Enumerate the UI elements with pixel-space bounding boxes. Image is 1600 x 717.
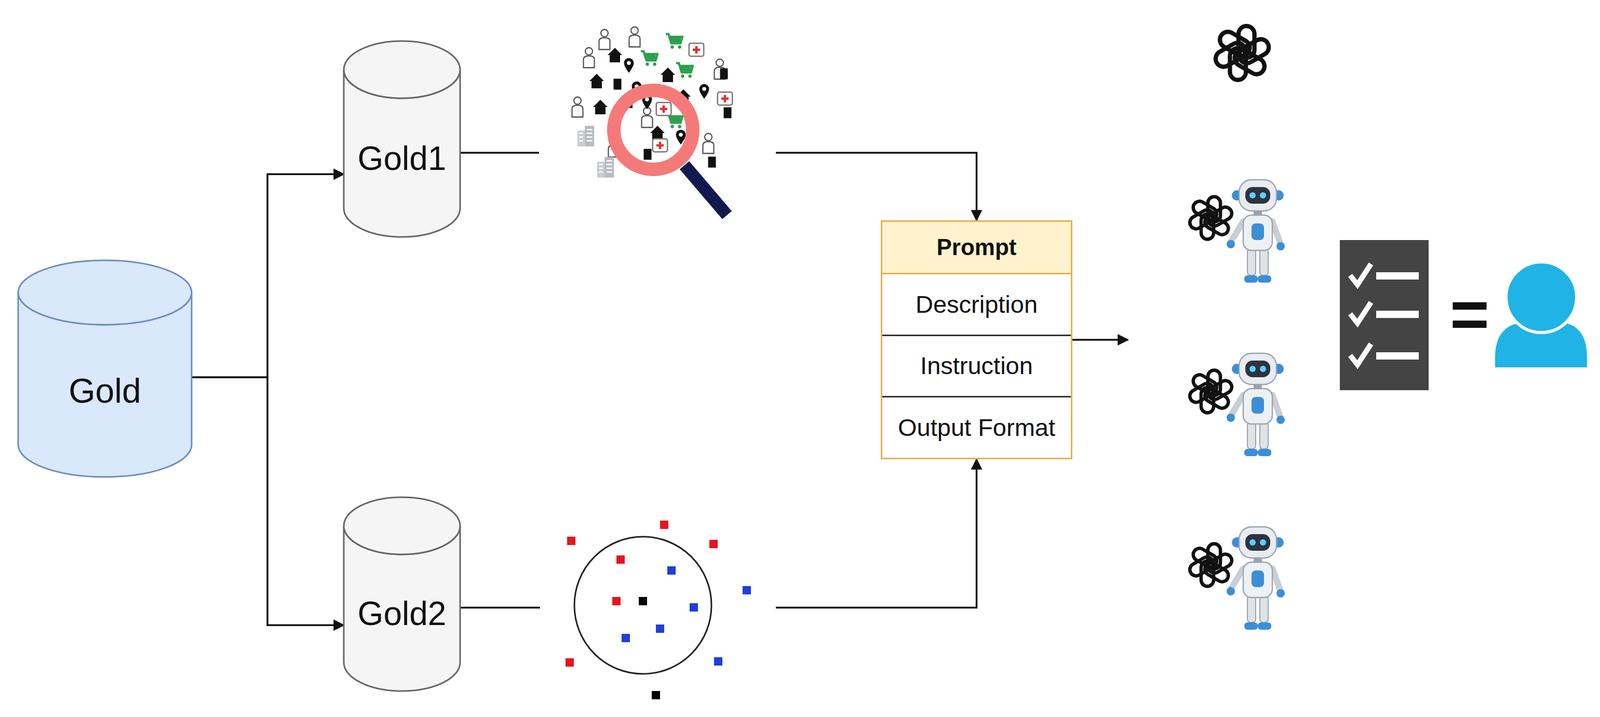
magnifier-handle (684, 165, 728, 215)
cluster-circle (574, 536, 712, 674)
cylinder-shape (343, 496, 461, 691)
red-point (612, 596, 621, 605)
house-icon (593, 99, 608, 115)
house-icon (589, 73, 604, 89)
square-icon (723, 107, 732, 119)
node-label: Gold (68, 371, 141, 411)
table-row: Output Format (882, 395, 1071, 458)
illustration-backdrop (539, 20, 776, 229)
blue-point (689, 602, 698, 612)
table-row: Instruction (882, 334, 1071, 397)
check-bar (1376, 352, 1419, 360)
square-icon (613, 78, 622, 90)
check-bar (1376, 310, 1419, 318)
person-icon (599, 29, 611, 50)
checklist-board (1339, 239, 1429, 391)
database-cylinder: Gold1 (343, 41, 461, 237)
llm-agent (1187, 353, 1285, 456)
red-point (660, 520, 669, 529)
output-arrow (1072, 338, 1128, 341)
robot-icon (1226, 179, 1285, 283)
llm-agent (1187, 526, 1285, 630)
hospital-icon (717, 91, 733, 105)
person-head (1506, 261, 1577, 333)
blue-point (667, 566, 676, 575)
database-cylinder: Gold (18, 260, 192, 477)
cylinder-label-box: Gold2 (343, 554, 461, 674)
connector-arrow (191, 377, 344, 625)
hospital-icon (656, 102, 671, 116)
building-icon (577, 125, 595, 147)
blue-point (621, 633, 630, 642)
openai-logo (1187, 196, 1234, 240)
person-icon (583, 47, 595, 69)
equals-sign: = (1438, 270, 1501, 359)
cylinder-top (18, 260, 192, 325)
cylinder-shape (343, 41, 461, 237)
red-point (565, 657, 574, 667)
blue-point (655, 624, 665, 633)
red-point (616, 555, 625, 564)
map-search-illustration (539, 20, 776, 229)
magnifier-ring (613, 90, 693, 170)
building-icon (597, 156, 614, 178)
connector-arrow (191, 173, 344, 378)
scatter-illustration (540, 508, 776, 712)
openai-logo (1187, 370, 1234, 413)
illustration-backdrop (540, 508, 776, 712)
checklist-icon (1339, 239, 1429, 391)
cylinder-top (343, 496, 461, 555)
blue-point (714, 656, 723, 666)
robot-icon (1226, 526, 1285, 630)
square-icon (720, 68, 729, 80)
square-icon (643, 149, 652, 160)
check-bar (1376, 272, 1419, 280)
person-icon (641, 107, 653, 128)
blue-point (742, 585, 751, 595)
black-point (651, 690, 661, 699)
person-icon (629, 27, 641, 48)
person-icon (1495, 261, 1588, 368)
openai-logo (1187, 543, 1234, 587)
house-icon (660, 67, 676, 83)
person-icon (572, 97, 584, 118)
check-mark (1350, 263, 1371, 285)
cart-icon (665, 34, 683, 49)
cylinder-label-box: Gold (18, 324, 192, 458)
prompt-table: PromptDescriptionInstructionOutput Forma… (880, 220, 1073, 460)
table-header: Prompt (882, 221, 1071, 273)
node-label: Gold2 (357, 594, 447, 634)
openai-logo (1212, 25, 1272, 80)
check-mark (1350, 343, 1371, 365)
llm-agent (1187, 179, 1285, 283)
check-mark (1350, 302, 1371, 324)
hospital-icon (652, 138, 668, 152)
black-point (638, 596, 648, 605)
pin-icon (624, 58, 635, 73)
red-point (709, 539, 718, 548)
cart-icon (676, 63, 693, 78)
table-row: Description (882, 272, 1071, 335)
cylinder-top (343, 41, 461, 99)
cylinder-shape (18, 260, 192, 477)
pin-icon (699, 84, 710, 99)
node-label: Gold1 (357, 139, 447, 179)
square-icon (708, 156, 717, 168)
person-icon (703, 133, 715, 154)
red-point (567, 536, 576, 545)
robot-icon (1226, 353, 1285, 456)
cylinder-label-box: Gold1 (343, 98, 461, 220)
hospital-icon (689, 43, 704, 57)
cart-icon (640, 51, 658, 66)
database-cylinder: Gold2 (343, 496, 461, 691)
